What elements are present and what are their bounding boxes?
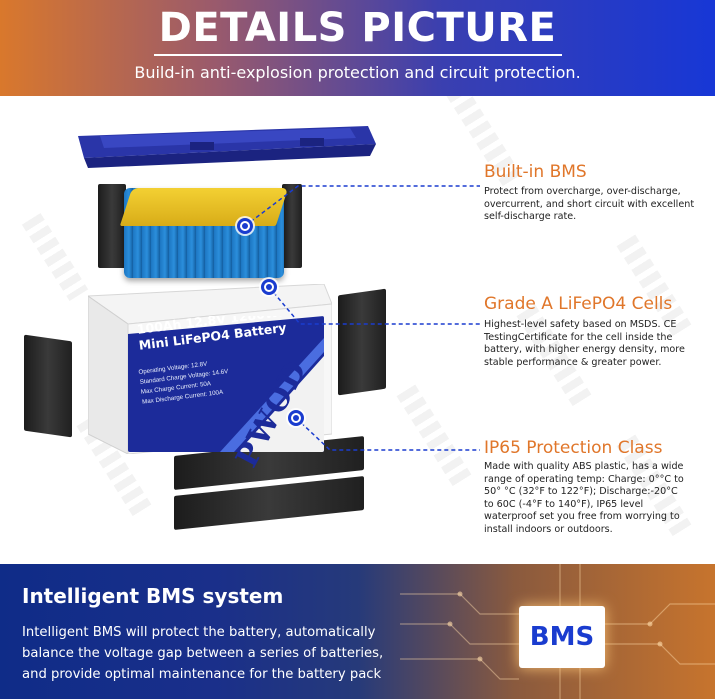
battery-label: 100Ah 12.8V 1280Wh Mini LiFePO4 Battery … [128,316,324,452]
product-detail-area: 100Ah 12.8V 1280Wh Mini LiFePO4 Battery … [0,96,715,564]
header-banner: DETAILS PICTURE Build-in anti-explosion … [0,0,715,96]
circuit-pattern [400,564,715,699]
label-background [128,316,324,452]
foam-pad-left-top [98,184,126,268]
leader-lines [244,185,480,451]
bms-system-title: Intelligent BMS system [22,584,284,608]
bms-chip-label: BMS [529,622,595,652]
feature-title-cells: Grade A LiFePO4 Cells [484,294,673,314]
title-underline [154,54,562,56]
bms-system-description: Intelligent BMS will protect the battery… [22,625,384,682]
bms-system-banner: Intelligent BMS system Intelligent BMS w… [0,564,715,699]
ip65-callout-dot [288,410,304,426]
cells-callout-dot [261,279,277,295]
feature-desc-bms: Protect from overcharge, over-discharge,… [484,186,695,223]
feature-title-ip65: IP65 Protection Class [484,438,663,458]
page-title: DETAILS PICTURE [158,5,557,51]
foam-pad-right-top [282,184,302,268]
page-subtitle: Build-in anti-explosion protection and c… [134,63,581,82]
battery-lid [78,126,376,168]
feature-title-bms: Built-in BMS [484,162,587,182]
bms-chip-icon: BMS [519,606,605,668]
feature-desc-cells: Highest-level safety based on MSDS. CE T… [484,319,685,368]
feature-desc-ip65: Made with quality ABS plastic, has a wid… [484,461,684,535]
bms-callout-dot [237,218,253,234]
